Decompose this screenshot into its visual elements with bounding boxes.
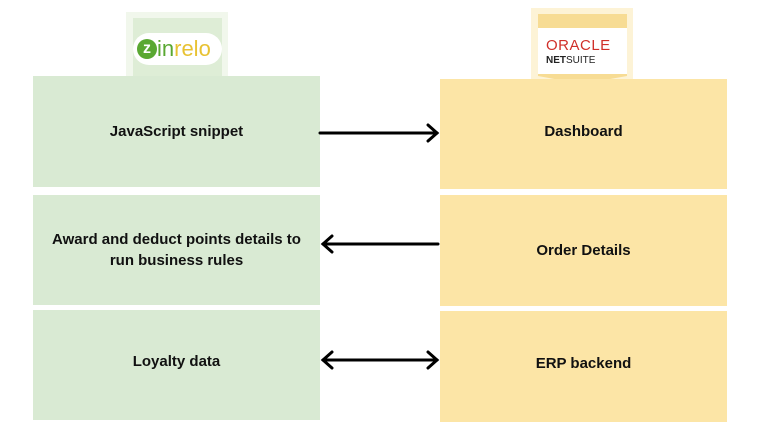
left-box-award-deduct: Award and deduct points details to run b…	[33, 195, 320, 305]
left-box-loyalty-data: Loyalty data	[33, 310, 320, 420]
netsuite-net: NET	[546, 55, 566, 66]
left-box-javascript-snippet: JavaScript snippet	[33, 76, 320, 187]
right-box-dashboard: Dashboard	[440, 79, 727, 189]
left-box-label: Award and deduct points details to run b…	[52, 231, 301, 269]
arrow-right	[318, 123, 440, 143]
left-box-label: JavaScript snippet	[109, 123, 244, 140]
netsuite-suite: SUITE	[566, 55, 596, 66]
netsuite-text: NETSUITE	[546, 54, 626, 67]
right-box-erp-backend: ERP backend	[440, 311, 727, 422]
right-box-label: Dashboard	[544, 122, 623, 140]
right-box-order-details: Order Details	[440, 195, 727, 306]
arrow-bidirectional	[320, 350, 440, 370]
zinrelo-logo-relo: relo	[174, 36, 211, 61]
zinrelo-z-icon: z	[137, 39, 157, 59]
right-box-label: ERP backend	[535, 355, 632, 372]
left-box-label: Loyalty data	[132, 352, 221, 370]
zinrelo-logo-in: in	[157, 36, 175, 61]
arrow-left	[320, 234, 440, 254]
right-box-label: Order Details	[536, 242, 631, 259]
oracle-netsuite-logo: ORACLE NETSUITE	[546, 38, 626, 67]
zinrelo-logo: z in relo	[137, 36, 219, 62]
oracle-text: ORACLE	[546, 37, 611, 54]
